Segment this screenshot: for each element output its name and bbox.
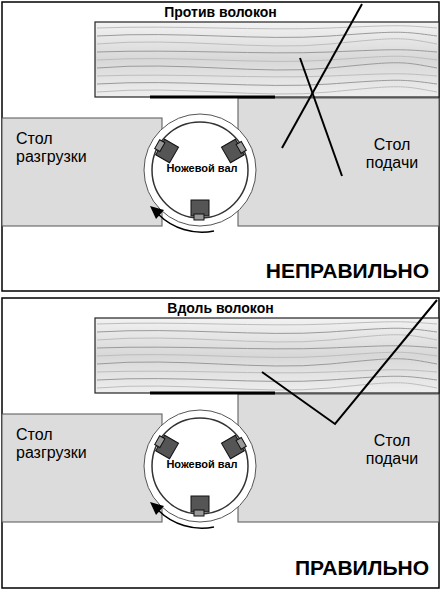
panel-title: Вдоль волокон (2, 300, 439, 316)
cutterhead-label: Ножевой вал (160, 162, 244, 175)
panel: Вдоль волоконПРАВИЛЬНО Стол разгрузкиНоже… (2, 298, 439, 588)
verdict-label: ПРАВИЛЬНО (295, 556, 429, 580)
table-label: Стол разгрузки (16, 130, 112, 167)
infeed-table: Стол подачи (348, 416, 436, 486)
cutterhead: Ножевой вал (160, 152, 244, 192)
table-label: Стол подачи (348, 432, 436, 469)
outfeed-table: Стол разгрузки (16, 426, 112, 496)
cutterhead-label: Ножевой вал (160, 458, 244, 471)
infeed-table: Стол подачи (348, 120, 436, 190)
panel-title: Против волокон (2, 4, 439, 20)
table-label: Стол подачи (348, 136, 436, 173)
outfeed-table: Стол разгрузки (16, 130, 112, 200)
verdict-label: НЕПРАВИЛЬНО (266, 259, 429, 283)
cutterhead: Ножевой вал (160, 448, 244, 488)
table-label: Стол разгрузки (16, 426, 112, 463)
panel: Против волоконНЕПРАВИЛЬНО Стол разгрузкиН… (2, 2, 439, 291)
